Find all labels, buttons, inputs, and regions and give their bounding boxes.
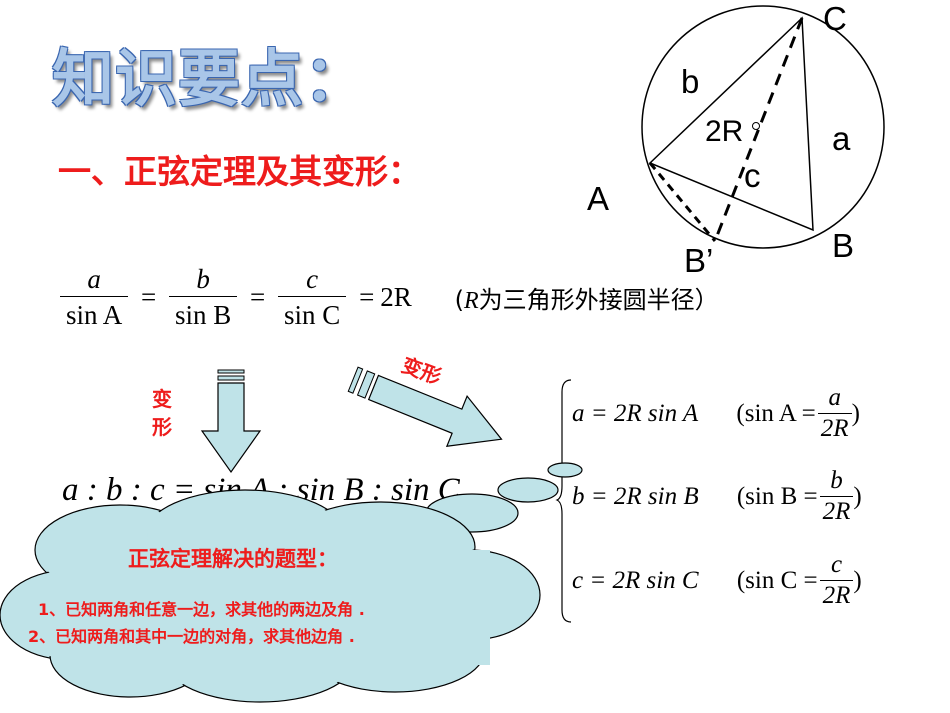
side-b-label: b	[681, 63, 700, 100]
thought-cloud	[0, 462, 583, 703]
circle-center	[752, 122, 760, 130]
cloud-item-1: 1、已知两角和任意一边，求其他的两边及角 .	[38, 600, 365, 619]
down-arrow	[200, 369, 262, 474]
vertex-c-label: C	[823, 0, 847, 37]
cloud-title: 正弦定理解决的题型：	[128, 547, 338, 571]
circumcircle-diagram	[641, 5, 885, 249]
left-brace	[555, 379, 572, 623]
section-heading: 一、正弦定理及其变形：	[58, 152, 421, 191]
two-r-label: 2R	[705, 115, 744, 148]
vertex-b-label: B	[832, 227, 855, 264]
side-c-label: c	[744, 157, 761, 194]
circumscribed-circle	[641, 5, 885, 249]
down-arrow-label: 变形	[152, 387, 172, 439]
right-arrow	[347, 366, 503, 447]
page-title: 知识要点：	[52, 42, 368, 115]
vertex-b-prime-label: B’	[684, 242, 714, 279]
cloud-item-2: 2、已知两角和其中一边的对角，求其他边角 .	[28, 627, 355, 646]
side-a-label: a	[832, 120, 851, 157]
chord-ab-prime-dashed	[648, 162, 717, 242]
vertex-a-label: A	[587, 180, 610, 217]
